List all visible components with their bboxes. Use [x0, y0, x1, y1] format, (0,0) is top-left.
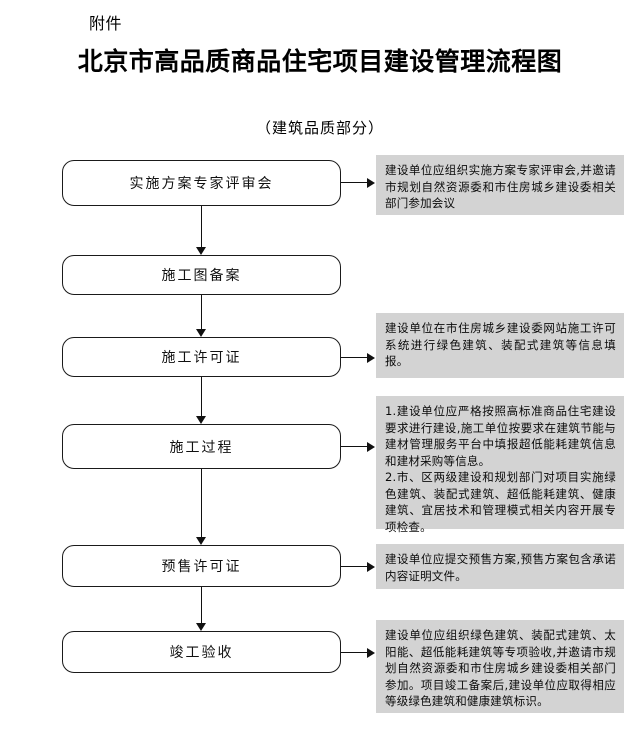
- connector-arrow-1: [196, 247, 206, 255]
- note-paragraph: 建设单位在市住房城乡建设委网站施工许可系统进行绿色建筑、装配式建筑等信息填报。: [385, 321, 616, 368]
- flow-step-label: 施工许可证: [161, 350, 242, 366]
- note-paragraph: 2.市、区两级建设和规划部门对项目实施绿色建筑、装配式建筑、超低能耗建筑、健康建…: [385, 470, 616, 534]
- page-title: 北京市高品质商品住宅项目建设管理流程图: [77, 47, 563, 76]
- flow-step-label: 施工图备案: [161, 268, 242, 284]
- note-connector-arrow-3: [367, 442, 375, 452]
- connector-line-3: [201, 377, 202, 416]
- note-connector-arrow-5: [367, 648, 375, 658]
- connector-arrow-5: [196, 623, 206, 631]
- flow-step-label: 预售许可证: [161, 559, 242, 575]
- note-connector-line-3: [341, 446, 368, 447]
- flow-step-label: 施工过程: [169, 439, 234, 456]
- flow-step-construction-process[interactable]: 施工过程: [62, 424, 341, 469]
- connector-arrow-4: [196, 537, 206, 545]
- note-connector-line-1: [341, 182, 368, 183]
- note-box-presale-permit: 建设单位应提交预售方案,预售方案包含承诺内容证明文件。: [376, 544, 624, 589]
- note-connector-arrow-4: [367, 562, 375, 572]
- flow-step-completion-acceptance[interactable]: 竣工验收: [62, 631, 341, 673]
- connector-line-2: [201, 295, 202, 329]
- note-connector-line-5: [341, 652, 368, 653]
- note-paragraph: 建设单位应组织实施方案专家评审会,并邀请市规划自然资源委和市住房城乡建设委相关部…: [385, 163, 616, 210]
- flow-step-drawing-filing[interactable]: 施工图备案: [62, 255, 341, 295]
- note-connector-arrow-2: [367, 353, 375, 363]
- connector-line-1: [201, 206, 202, 247]
- flow-step-presale-permit[interactable]: 预售许可证: [62, 545, 341, 587]
- note-paragraph: 1.建设单位应严格按照高标准商品住宅建设要求进行建设,施工单位按要求在建筑节能与…: [385, 404, 616, 468]
- flow-step-implementation-review[interactable]: 实施方案专家评审会: [62, 160, 341, 206]
- flow-step-label: 实施方案专家评审会: [129, 176, 274, 192]
- note-box-construction-process: 1.建设单位应严格按照高标准商品住宅建设要求进行建设,施工单位按要求在建筑节能与…: [376, 396, 624, 534]
- connector-line-4: [201, 469, 202, 537]
- note-box-construction-permit: 建设单位在市住房城乡建设委网站施工许可系统进行绿色建筑、装配式建筑等信息填报。: [376, 313, 624, 378]
- flow-step-construction-permit[interactable]: 施工许可证: [62, 337, 341, 377]
- connector-line-5: [201, 587, 202, 623]
- note-box-completion-acceptance: 建设单位应组织绿色建筑、装配式建筑、太阳能、超低能耗建筑等专项验收,并邀请市规划…: [376, 620, 624, 713]
- connector-arrow-3: [196, 416, 206, 424]
- note-paragraph: 建设单位应组织绿色建筑、装配式建筑、太阳能、超低能耗建筑等专项验收,并邀请市规划…: [385, 628, 616, 708]
- flow-step-label: 竣工验收: [169, 645, 234, 661]
- note-box-implementation-review: 建设单位应组织实施方案专家评审会,并邀请市规划自然资源委和市住房城乡建设委相关部…: [376, 155, 624, 215]
- note-connector-line-2: [341, 357, 368, 358]
- page-subtitle: （建筑品质部分）: [255, 119, 384, 137]
- note-connector-line-4: [341, 566, 368, 567]
- attachment-label: 附件: [89, 14, 123, 33]
- note-connector-arrow-1: [367, 178, 375, 188]
- connector-arrow-2: [196, 329, 206, 337]
- note-paragraph: 建设单位应提交预售方案,预售方案包含承诺内容证明文件。: [385, 552, 616, 583]
